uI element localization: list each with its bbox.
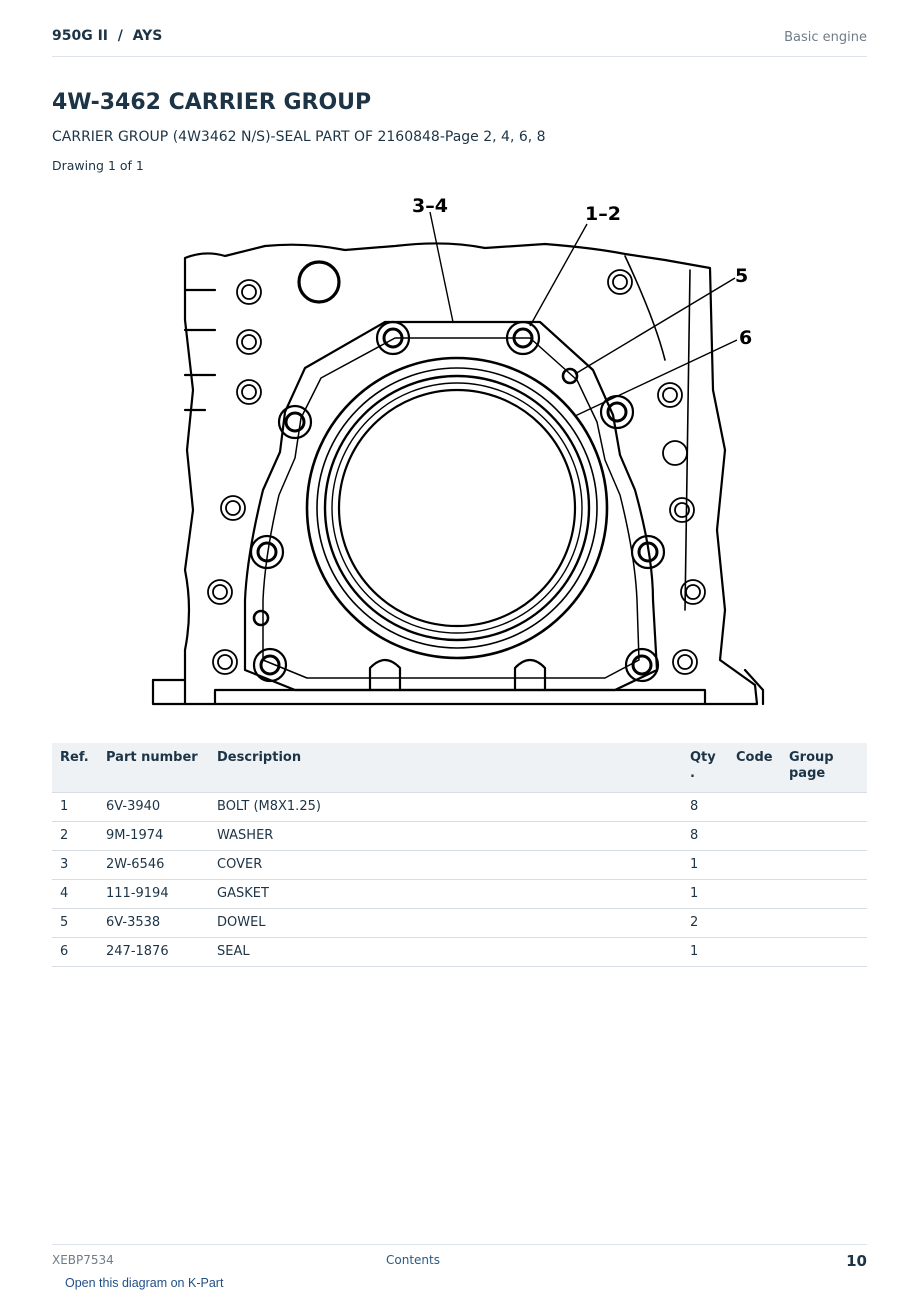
model-label: 950G II / AYS [52, 28, 163, 44]
col-ref: Ref. [52, 743, 98, 793]
cell-part-number: 2W-6546 [98, 850, 209, 880]
cell-code [728, 792, 781, 822]
cell-description: BOLT (M8X1.25) [209, 792, 682, 822]
cell-qty: 1 [682, 850, 728, 880]
cell-ref: 5 [52, 908, 98, 938]
page-header: 950G II / AYS Basic engine [52, 28, 867, 57]
contents-link[interactable]: Contents [386, 1253, 440, 1267]
col-group-page: Group page [781, 743, 867, 793]
cell-ref: 3 [52, 850, 98, 880]
table-row: 6 247-1876 SEAL 1 [52, 937, 867, 967]
open-kpart-link[interactable]: Open this diagram on K-Part [65, 1276, 224, 1290]
col-code: Code [728, 743, 781, 793]
table-row: 1 6V-3940 BOLT (M8X1.25) 8 [52, 792, 867, 822]
callout-5: 5 [735, 265, 748, 287]
cell-description: SEAL [209, 937, 682, 967]
cell-qty: 8 [682, 792, 728, 822]
parts-table: Ref. Part number Description Qty . Code … [52, 743, 867, 967]
document-id: XEBP7534 [52, 1253, 114, 1267]
col-description: Description [209, 743, 682, 793]
cell-ref: 4 [52, 879, 98, 909]
cell-group-page [781, 908, 867, 938]
carrier-bolts [249, 320, 666, 683]
cell-qty: 1 [682, 879, 728, 909]
cell-code [728, 937, 781, 967]
page-subtitle: CARRIER GROUP (4W3462 N/S)-SEAL PART OF … [52, 129, 546, 145]
cell-code [728, 850, 781, 880]
cell-part-number: 6V-3940 [98, 792, 209, 822]
cell-ref: 1 [52, 792, 98, 822]
section-label: Basic engine [784, 30, 867, 45]
drawing-count: Drawing 1 of 1 [52, 158, 144, 173]
cell-group-page [781, 821, 867, 851]
cell-ref: 2 [52, 821, 98, 851]
cell-description: DOWEL [209, 908, 682, 938]
cell-group-page [781, 937, 867, 967]
table-header-row: Ref. Part number Description Qty . Code … [52, 743, 867, 793]
callout-6: 6 [739, 327, 752, 349]
page-footer: XEBP7534 Contents 10 [52, 1244, 867, 1275]
cell-part-number: 111-9194 [98, 879, 209, 909]
callout-3-4: 3–4 [412, 195, 448, 217]
cell-ref: 6 [52, 937, 98, 967]
callout-1-2: 1–2 [585, 203, 621, 225]
cell-code [728, 879, 781, 909]
col-part-number: Part number [98, 743, 209, 793]
cell-group-page [781, 792, 867, 822]
cell-qty: 2 [682, 908, 728, 938]
cell-description: GASKET [209, 879, 682, 909]
block-holes [207, 260, 706, 675]
cell-part-number: 9M-1974 [98, 821, 209, 851]
table-row: 3 2W-6546 COVER 1 [52, 850, 867, 880]
page-title: 4W-3462 CARRIER GROUP [52, 90, 372, 115]
cell-part-number: 247-1876 [98, 937, 209, 967]
cell-code [728, 821, 781, 851]
cell-description: WASHER [209, 821, 682, 851]
parts-diagram: 3–4 1–2 5 6 [151, 195, 765, 706]
cell-group-page [781, 879, 867, 909]
cell-code [728, 908, 781, 938]
housing-outline [183, 242, 759, 706]
table-row: 5 6V-3538 DOWEL 2 [52, 908, 867, 938]
carrier-cover [243, 320, 659, 692]
table-row: 4 111-9194 GASKET 1 [52, 879, 867, 909]
cell-group-page [781, 850, 867, 880]
page-number: 10 [846, 1252, 867, 1270]
cell-part-number: 6V-3538 [98, 908, 209, 938]
cell-description: COVER [209, 850, 682, 880]
cell-qty: 1 [682, 937, 728, 967]
table-row: 2 9M-1974 WASHER 8 [52, 821, 867, 851]
col-qty: Qty . [682, 743, 728, 793]
cell-qty: 8 [682, 821, 728, 851]
